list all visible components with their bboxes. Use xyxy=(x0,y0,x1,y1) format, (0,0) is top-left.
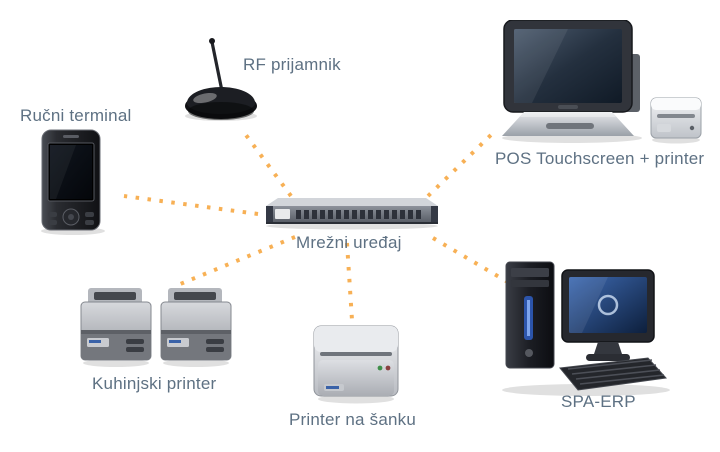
kitchen-printer-label: Kuhinjski printer xyxy=(92,374,217,393)
erp-computer-icon xyxy=(498,256,676,398)
link-switch-kitchen xyxy=(172,235,296,289)
kitchen-printer-icon-2 xyxy=(158,286,234,368)
handheld-terminal-label: Ručni terminal xyxy=(20,106,132,125)
network-switch-icon xyxy=(262,194,442,230)
handheld-terminal-icon xyxy=(36,128,110,236)
pos-receipt-printer-icon xyxy=(648,90,704,144)
pos-touchscreen-label: POS Touchscreen + printer xyxy=(495,149,705,168)
link-switch-rf xyxy=(241,129,293,198)
kitchen-printer-icon-1 xyxy=(78,286,154,368)
link-switch-bar xyxy=(345,242,354,321)
rf-antenna-icon xyxy=(183,36,259,124)
network-device-label: Mrežni uređaj xyxy=(296,233,402,252)
bar-printer-label: Printer na šanku xyxy=(289,410,416,429)
link-switch-handheld xyxy=(123,194,259,216)
erp-computer-label: SPA-ERP xyxy=(561,392,636,411)
link-switch-pos xyxy=(426,132,494,198)
rf-receiver-label: RF prijamnik xyxy=(243,55,341,74)
pos-touchscreen-icon xyxy=(488,20,654,144)
bar-printer-icon xyxy=(310,322,402,404)
